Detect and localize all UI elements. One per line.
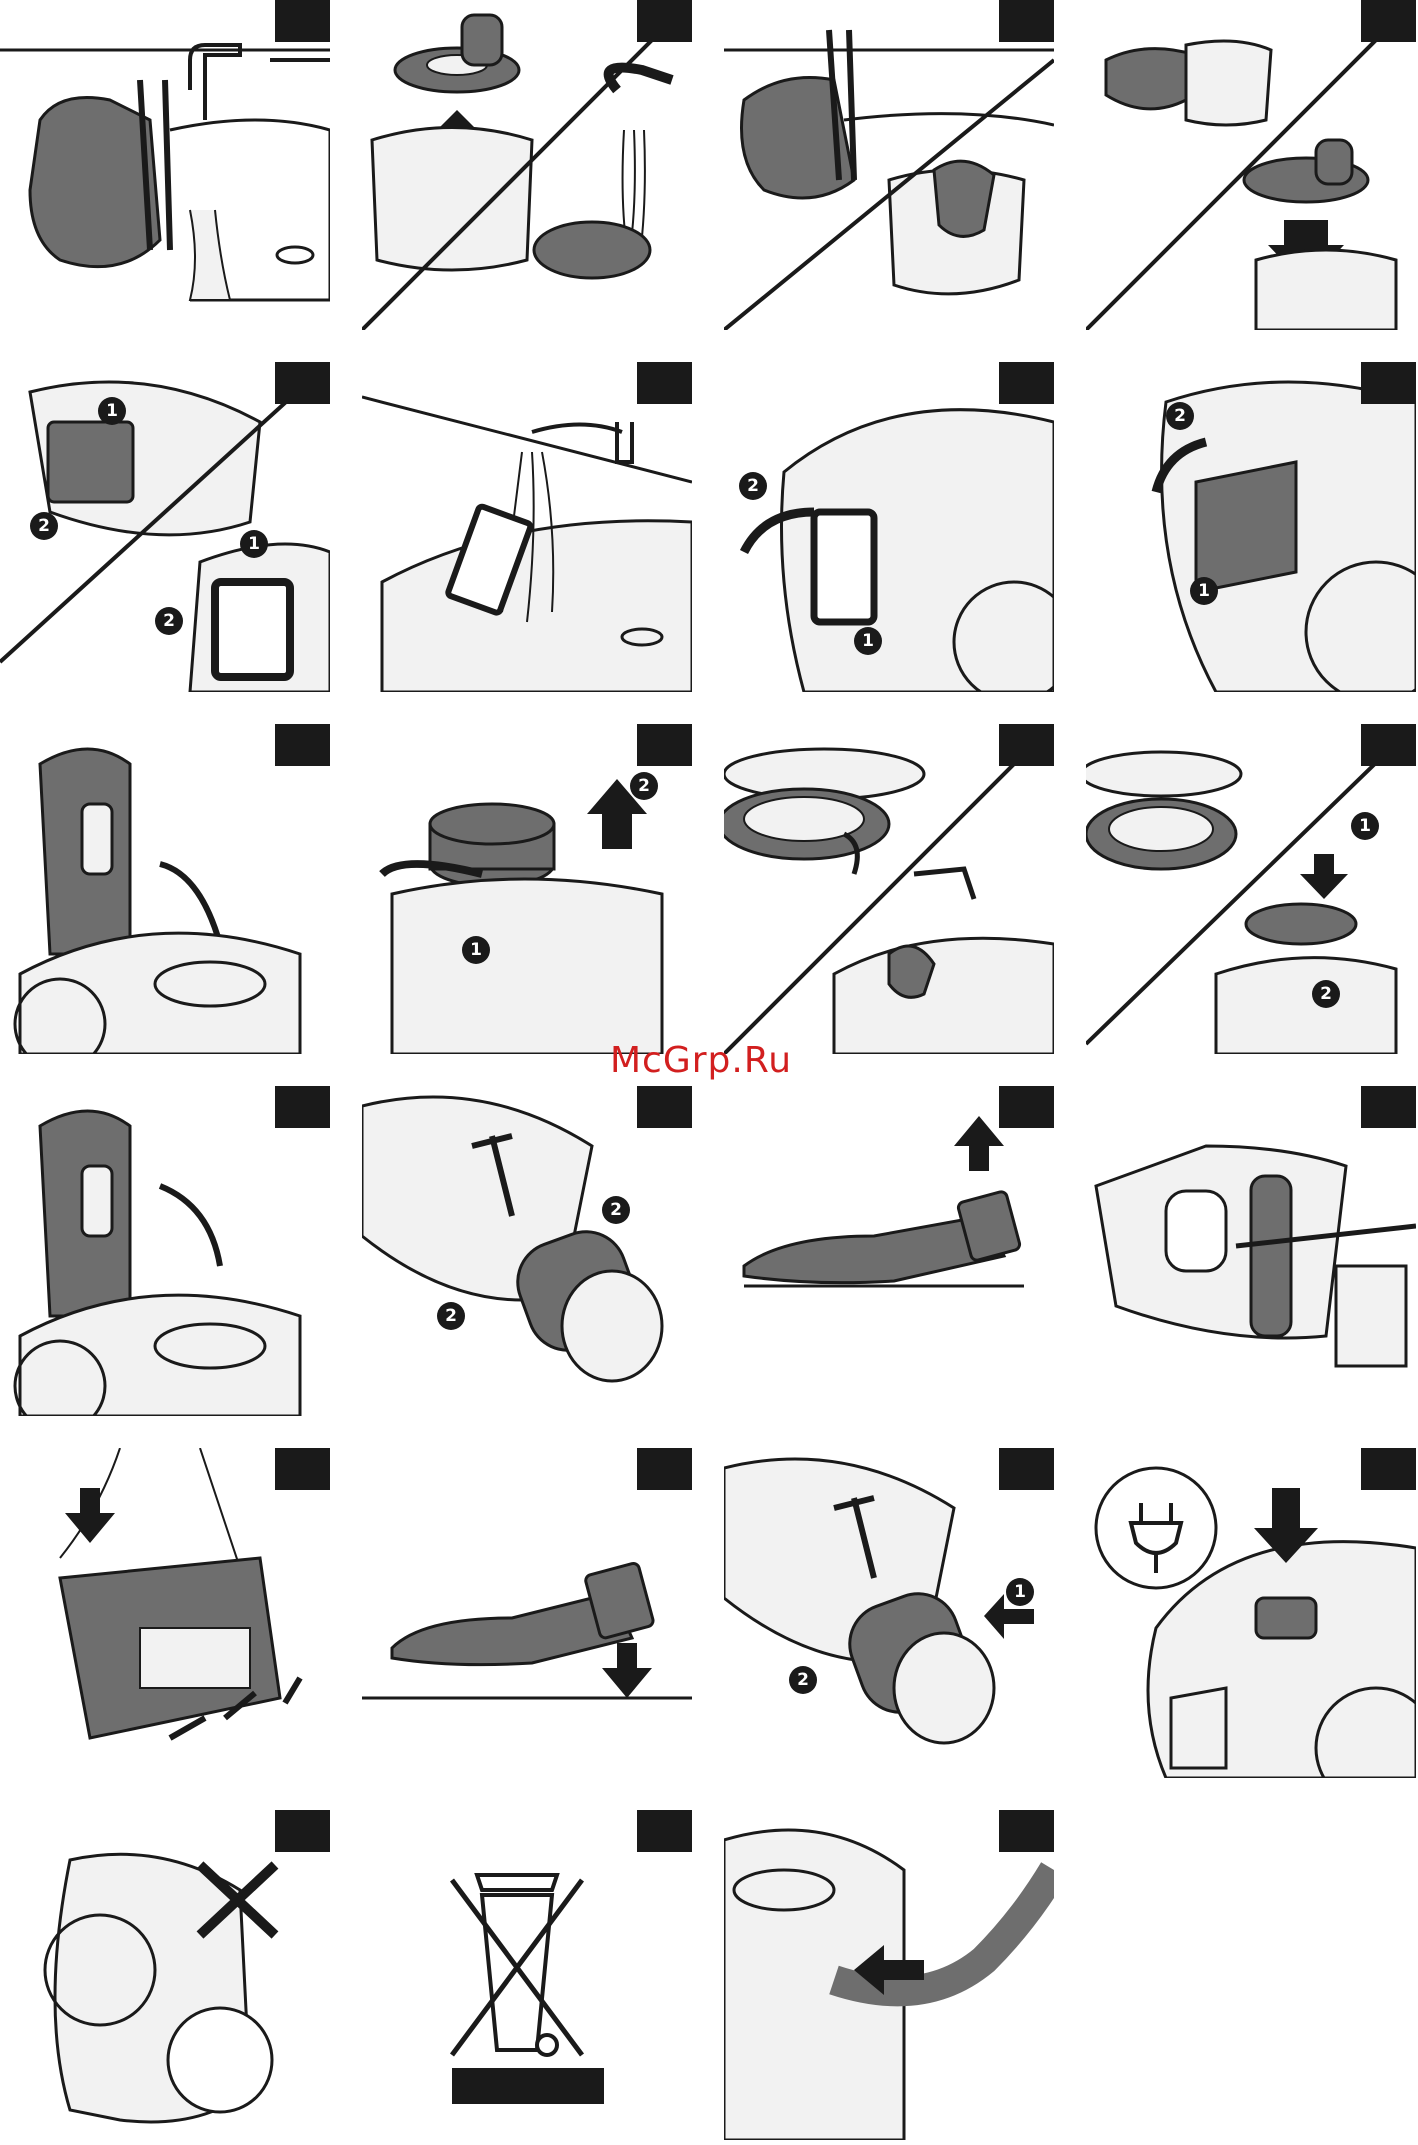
- step-number-box: [637, 724, 692, 766]
- panel-row3-col1: [0, 724, 330, 1054]
- step-badge-1: 1: [98, 397, 126, 425]
- panel-row2-col3: 2 1: [724, 362, 1054, 692]
- step-number-box: [1361, 1448, 1416, 1490]
- step-number-box: [1361, 0, 1416, 42]
- panel-row4-col3: [724, 1086, 1054, 1416]
- step-number-box: [275, 1448, 330, 1490]
- step-number-box: [1361, 724, 1416, 766]
- step-badge-1: 1: [1190, 577, 1218, 605]
- panel-row3-col4: 1 2: [1086, 724, 1416, 1054]
- step-badge-1: 1: [240, 530, 268, 558]
- step-badge-2: 2: [155, 607, 183, 635]
- step-number-box: [1361, 362, 1416, 404]
- panel-row5-col4: [1086, 1448, 1416, 1778]
- step-badge-2: 2: [1166, 402, 1194, 430]
- step-badge-1: 1: [462, 936, 490, 964]
- step-number-box: [999, 1448, 1054, 1490]
- step-number-box: [637, 0, 692, 42]
- step-badge-2: 2: [30, 512, 58, 540]
- panel-row2-col1: 1 2 1 2: [0, 362, 330, 692]
- step-badge-2: 2: [630, 772, 658, 800]
- recycle-label-bar: [452, 2068, 604, 2104]
- step-number-box: [275, 362, 330, 404]
- step-number-box: [1361, 1086, 1416, 1128]
- step-badge-1: 1: [1351, 812, 1379, 840]
- panel-row4-col2: 2 2: [362, 1086, 692, 1416]
- arrow-icon: [1300, 854, 1348, 899]
- panel-row6-col3: [724, 1810, 1054, 2140]
- step-number-box: [637, 1810, 692, 1852]
- arrow-icon: [602, 1643, 652, 1698]
- step-badge-2: 2: [602, 1196, 630, 1224]
- panel-row4-col4: [1086, 1086, 1416, 1416]
- arrow-icon: [65, 1488, 115, 1543]
- step-badge-2: 2: [739, 472, 767, 500]
- panel-row3-col2: 2 1: [362, 724, 692, 1054]
- step-number-box: [999, 1086, 1054, 1128]
- step-number-box: [999, 362, 1054, 404]
- step-number-box: [999, 0, 1054, 42]
- panel-row4-col1: [0, 1086, 330, 1416]
- step-number-box: [275, 1086, 330, 1128]
- panel-row1-col1: [0, 0, 330, 330]
- step-number-box: [999, 724, 1054, 766]
- step-badge-1: 1: [1006, 1578, 1034, 1606]
- panel-row1-col3: [724, 0, 1054, 330]
- panel-row3-col3: [724, 724, 1054, 1054]
- panel-row6-col1: [0, 1810, 330, 2140]
- step-number-box: [275, 1810, 330, 1852]
- panel-row1-col4: [1086, 0, 1416, 330]
- step-badge-2: 2: [437, 1302, 465, 1330]
- arrow-icon: [954, 1116, 1004, 1171]
- step-badge-2: 2: [1312, 980, 1340, 1008]
- step-number-box: [637, 362, 692, 404]
- panel-row2-col2: [362, 362, 692, 692]
- panel-row5-col2: [362, 1448, 692, 1778]
- step-badge-2: 2: [789, 1666, 817, 1694]
- panel-row1-col2: [362, 0, 692, 330]
- panel-row5-col1: [0, 1448, 330, 1778]
- step-number-box: [275, 724, 330, 766]
- panel-row5-col3: 1 2: [724, 1448, 1054, 1778]
- watermark: McGrp.Ru: [610, 1040, 792, 1081]
- step-badge-1: 1: [854, 627, 882, 655]
- step-number-box: [999, 1810, 1054, 1852]
- step-number-box: [275, 0, 330, 42]
- step-number-box: [637, 1086, 692, 1128]
- panel-row2-col4: 2 1: [1086, 362, 1416, 692]
- step-number-box: [637, 1448, 692, 1490]
